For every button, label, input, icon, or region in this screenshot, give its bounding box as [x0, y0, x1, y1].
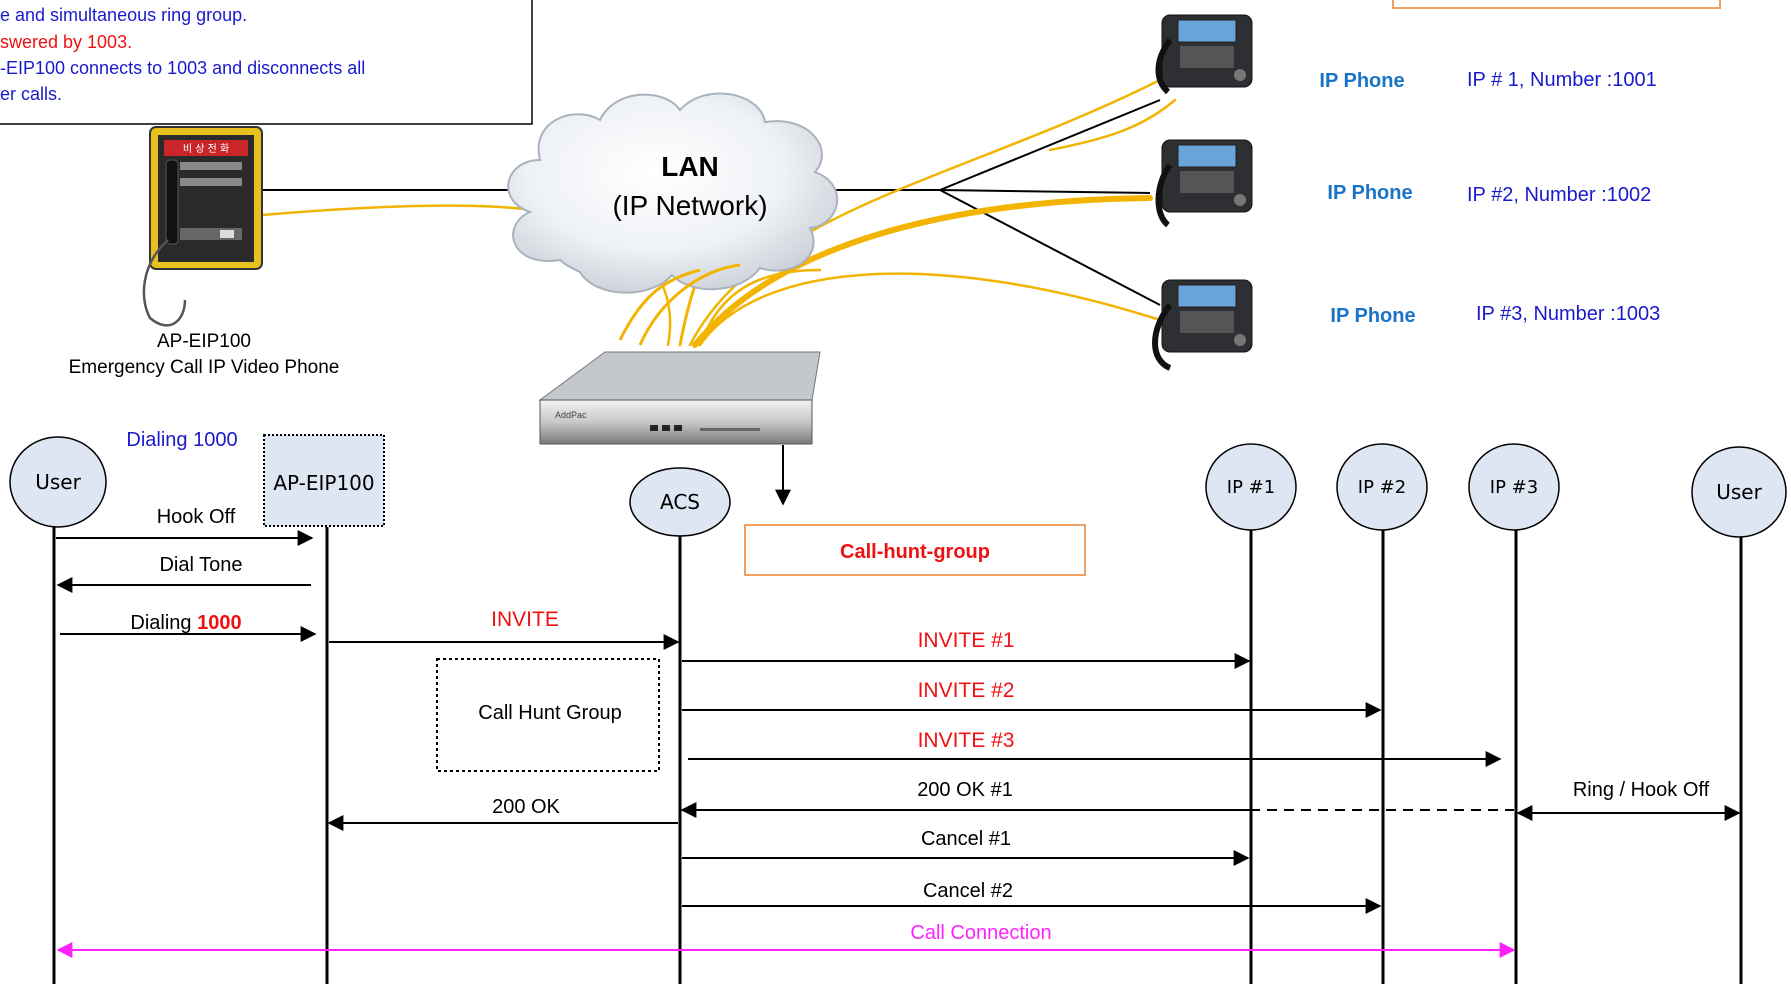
msg-hook-off-label: Hook Off	[157, 506, 236, 528]
lifeline-ap-eip100-label: AP-EIP100	[273, 471, 374, 495]
lifeline-user-right: User	[1691, 446, 1787, 538]
ip-phone-1-label: IP Phone	[1319, 70, 1404, 92]
msg-200-ok: 200 OK	[327, 796, 678, 831]
msg-cancel-2: Cancel #2	[682, 880, 1382, 914]
emergency-panel-text: 비 상 전 화	[183, 143, 229, 155]
lifelines	[52, 527, 1743, 984]
msg-invite-2-label: INVITE #2	[918, 679, 1015, 702]
msg-dial-tone: Dial Tone	[56, 554, 311, 593]
ip-phone-3-info: IP #3, Number :1003	[1476, 303, 1660, 325]
lan-title: LAN	[661, 151, 719, 182]
msg-call-connection: Call Connection	[56, 922, 1516, 958]
lifeline-user-right-label: User	[1716, 480, 1762, 504]
call-hunt-group-dashed-box: Call Hunt Group	[436, 658, 660, 772]
ip-phone-3-image	[1152, 279, 1253, 371]
msg-200-ok-label: 200 OK	[492, 796, 560, 818]
emergency-phone-model: AP-EIP100	[157, 331, 251, 352]
ip-phone-2-image	[1155, 139, 1253, 228]
msg-invite: INVITE	[329, 608, 680, 650]
msg-invite-3: INVITE #3	[688, 729, 1502, 767]
msg-cancel-1-label: Cancel #1	[921, 828, 1011, 850]
msg-dialing-label: Dialing 1000	[130, 612, 241, 634]
msg-invite-1-label: INVITE #1	[918, 629, 1015, 652]
msg-ring-hook-off-label: Ring / Hook Off	[1573, 779, 1710, 801]
lifeline-ap-eip100: AP-EIP100	[263, 434, 385, 527]
note-line-1: e and simultaneous ring group.	[0, 5, 247, 25]
call-hunt-group-box	[744, 524, 1086, 576]
lifeline-ip2: IP #2	[1336, 443, 1428, 531]
lifeline-ip1: IP #1	[1205, 443, 1297, 531]
lifeline-ip2-label: IP #2	[1358, 477, 1406, 498]
call-hunt-group-box-label: Call Hunt Group	[478, 702, 621, 724]
note-line-4: er calls.	[0, 84, 62, 104]
msg-invite-1: INVITE #1	[682, 629, 1251, 669]
ip-phone-2-label: IP Phone	[1327, 182, 1412, 204]
lifeline-ip1-label: IP #1	[1227, 477, 1275, 498]
msg-invite-3-label: INVITE #3	[918, 729, 1015, 752]
emergency-phone-image: 비 상 전 화	[142, 126, 263, 327]
lan-cloud: LAN (IP Network)	[507, 92, 839, 294]
msg-dial-tone-label: Dial Tone	[159, 554, 242, 576]
lifeline-user-left-label: User	[35, 470, 81, 494]
ip-phone-1-image	[1155, 14, 1253, 95]
yellow-cables-front	[618, 263, 741, 346]
lifeline-acs: ACS	[629, 467, 731, 537]
acs-gateway-image: AddPac	[538, 351, 821, 445]
msg-call-connection-label: Call Connection	[910, 922, 1051, 944]
note-line-3: -EIP100 connects to 1003 and disconnects…	[0, 58, 365, 78]
ip-phone-3-label: IP Phone	[1330, 305, 1415, 327]
lifeline-ip3-label: IP #3	[1490, 477, 1538, 498]
msg-invite-2: INVITE #2	[682, 679, 1382, 718]
ip-phone-2-info: IP #2, Number :1002	[1467, 184, 1651, 206]
msg-200-ok-1-label: 200 OK #1	[917, 779, 1013, 801]
dialing-caption: Dialing 1000	[126, 429, 237, 451]
msg-dialing-number: 1000	[197, 612, 242, 634]
note-line-2: swered by 1003.	[0, 32, 132, 52]
emergency-phone-description: Emergency Call IP Video Phone	[69, 357, 340, 378]
msg-200-ok-1: 200 OK #1	[680, 779, 1514, 818]
call-hunt-group-label: Call-hunt-group	[840, 541, 990, 563]
lifeline-acs-label: ACS	[660, 490, 700, 514]
lifeline-ip3: IP #3	[1468, 443, 1560, 531]
lifeline-user-left: User	[9, 436, 107, 528]
note-box: e and simultaneous ring group. swered by…	[0, 0, 533, 125]
msg-ring-hook-off: Ring / Hook Off	[1516, 779, 1741, 821]
gateway-brand: AddPac	[555, 410, 587, 420]
ip-phone-1-info: IP # 1, Number :1001	[1467, 69, 1657, 91]
msg-dialing-prefix: Dialing	[130, 612, 197, 634]
msg-cancel-1: Cancel #1	[682, 828, 1250, 866]
msg-dialing: Dialing 1000	[60, 612, 317, 642]
msg-invite-label: INVITE	[491, 608, 559, 631]
lan-subtitle: (IP Network)	[612, 190, 767, 221]
msg-hook-off: Hook Off	[56, 506, 314, 546]
top-right-orange-box	[1392, 0, 1721, 9]
msg-cancel-2-label: Cancel #2	[923, 880, 1013, 902]
